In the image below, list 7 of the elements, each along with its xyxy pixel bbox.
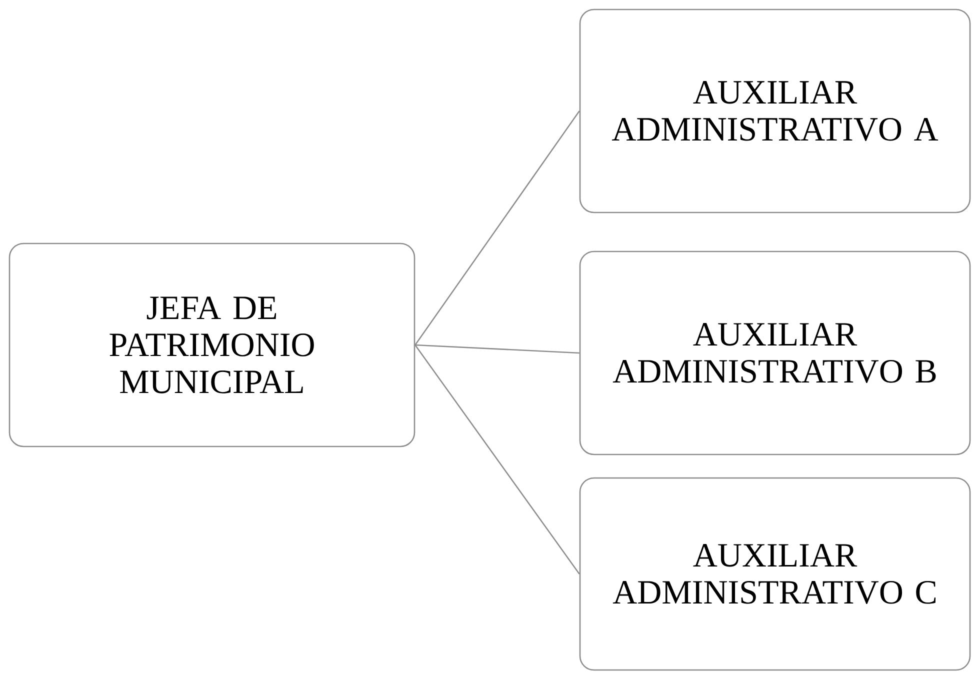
connector-line bbox=[415, 344, 580, 354]
org-box: AUXILIAR ADMINISTRATIVO B bbox=[579, 250, 971, 456]
connector-line bbox=[414, 110, 580, 346]
org-box: AUXILIAR ADMINISTRATIVO C bbox=[579, 477, 971, 671]
org-box: AUXILIAR ADMINISTRATIVO A bbox=[579, 8, 971, 214]
org-box: JEFA DE PATRIMONIO MUNICIPAL bbox=[8, 242, 416, 448]
connector-line bbox=[414, 344, 580, 574]
